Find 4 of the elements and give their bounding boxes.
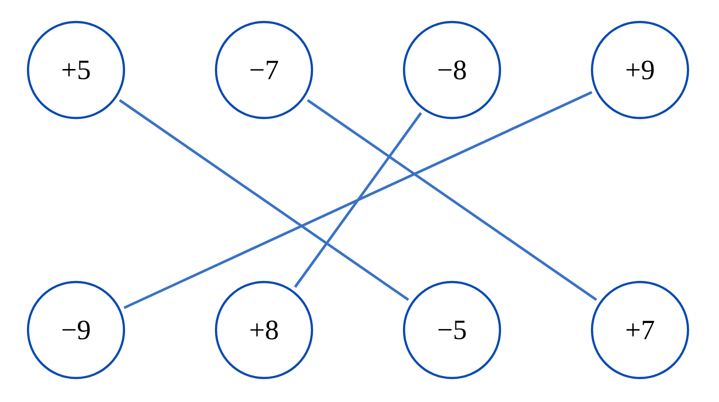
connecting-line xyxy=(124,91,592,309)
connecting-line xyxy=(118,99,410,301)
connecting-line xyxy=(294,112,422,288)
connecting-line xyxy=(306,99,598,301)
